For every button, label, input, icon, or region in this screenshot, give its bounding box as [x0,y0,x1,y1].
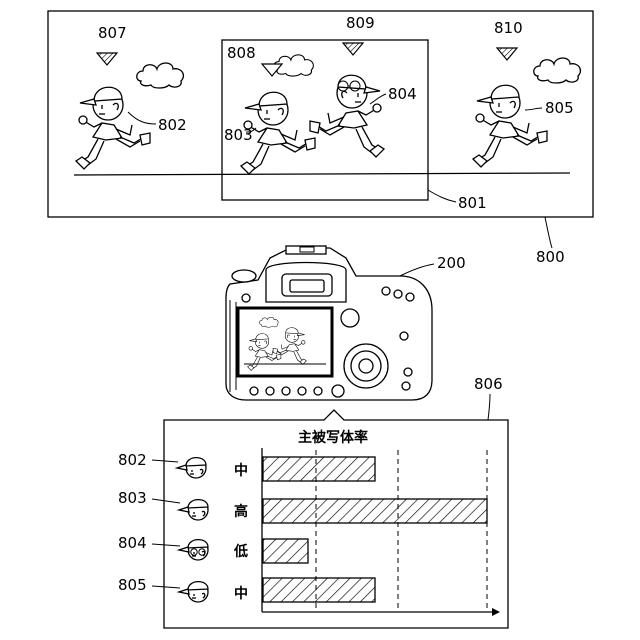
face-icon [179,500,208,520]
label-803: 803 [224,126,253,144]
face-icon [179,582,208,602]
leader-801 [428,190,456,202]
panel-title: 主被写体率 [298,429,368,446]
leader-200 [400,264,434,276]
bar-row-1 [263,457,375,481]
bar-row-2 [263,499,487,523]
runner-left [76,87,150,169]
panel-row: 803 高 [118,489,487,523]
label-801: 801 [458,194,487,212]
panel-row: 804 低 [118,534,308,563]
row-ref: 803 [118,489,147,507]
label-200: 200 [437,254,466,272]
runner-right [473,85,547,167]
label-805: 805 [545,99,574,117]
leader-804 [370,94,386,104]
bar-row-4 [263,578,375,602]
face-icon [179,540,208,560]
label-810: 810 [494,19,523,37]
row-leader [152,544,180,546]
row-leader [152,586,180,588]
marker-right-icon [497,48,517,60]
leader-805 [525,108,542,110]
leader-802 [128,112,156,124]
subject-frame [222,40,428,200]
label-804: 804 [388,85,417,103]
label-809: 809 [346,14,375,32]
label-802: 802 [158,116,187,134]
label-800: 800 [536,248,565,266]
leader-806 [488,394,490,420]
row-leader [152,499,180,503]
row-level: 中 [234,585,248,602]
cloud-right [534,58,581,83]
marker-left-icon [97,53,117,65]
row-ref: 802 [118,451,147,469]
face-icon [177,458,206,478]
row-level: 中 [234,462,248,479]
bar-row-3 [263,539,308,563]
panel-row: 805 中 [118,576,375,602]
label-806: 806 [474,375,503,393]
marker-glasses-icon [343,43,363,55]
x-axis-arrow-icon [492,608,500,616]
row-level: 低 [233,543,248,560]
camera-screen [238,308,332,376]
row-leader [152,460,178,462]
runner-glasses [310,75,384,157]
panel-row: 802 中 [118,451,375,481]
row-ref: 804 [118,534,147,552]
label-808: 808 [227,44,256,62]
label-807: 807 [98,24,127,42]
row-level: 高 [234,503,248,520]
leader-800 [545,217,552,248]
row-ref: 805 [118,576,147,594]
cloud-left [137,63,184,88]
